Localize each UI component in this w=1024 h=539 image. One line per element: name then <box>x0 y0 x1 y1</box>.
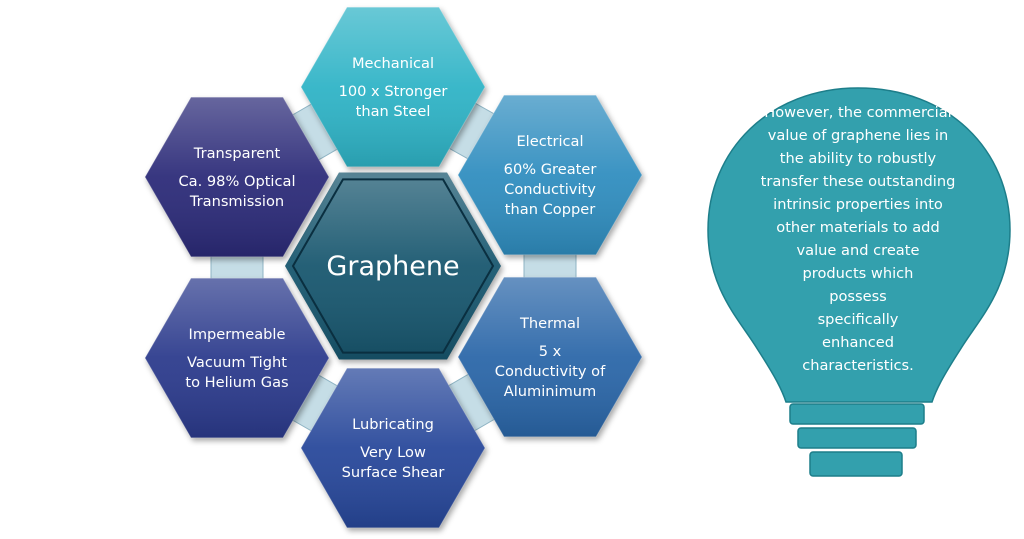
lubricating-hexagon-shine <box>301 368 485 528</box>
bulb-text-line-2: value of graphene lies in <box>768 127 948 144</box>
thermal-detail-line-2: Conductivity of <box>495 363 606 380</box>
lubricating-title: Lubricating <box>352 416 434 433</box>
lubricating-detail-line-1: Very Low <box>360 444 426 461</box>
impermeable-hexagon-shine <box>145 278 329 438</box>
thermal-title: Thermal <box>519 315 580 332</box>
bulb-text-line-12: characteristics. <box>802 357 914 374</box>
property-hexagon-thermal: Thermal 5 x Conductivity of Aluminimum <box>457 276 643 438</box>
transparent-detail-line-1: Ca. 98% Optical <box>178 173 295 190</box>
lightbulb-base-ring-1 <box>789 403 925 425</box>
lightbulb-base-ring-2 <box>797 427 917 449</box>
lubricating-detail-line-2: Surface Shear <box>342 464 445 481</box>
transparent-title: Transparent <box>193 145 281 162</box>
impermeable-detail-line-2: to Helium Gas <box>185 374 288 391</box>
center-hexagon: Graphene <box>285 172 501 360</box>
electrical-detail-line-2: Conductivity <box>504 181 596 198</box>
mechanical-detail-line-1: 100 x Stronger <box>339 83 448 100</box>
mechanical-detail-line-2: than Steel <box>356 103 431 120</box>
property-hexagon-mechanical: Mechanical 100 x Stronger than Steel <box>300 6 486 168</box>
mechanical-hexagon-shine <box>301 7 485 167</box>
bulb-text-line-11: enhanced <box>822 334 894 351</box>
property-hexagon-impermeable: Impermeable Vacuum Tight to Helium Gas <box>144 277 330 439</box>
thermal-hexagon-shine <box>458 277 642 437</box>
thermal-detail-line-1: 5 x <box>539 343 562 360</box>
lightbulb-callout: However, the commercial value of graphen… <box>707 87 1011 477</box>
bulb-text-line-4: transfer these outstanding <box>761 173 956 190</box>
mechanical-title: Mechanical <box>352 55 434 72</box>
bulb-text-line-3: the ability to robustly <box>780 150 937 167</box>
thermal-detail-line-3: Aluminimum <box>504 383 597 400</box>
lightbulb-base-ring-3 <box>809 451 903 477</box>
center-label: Graphene <box>326 251 459 282</box>
center-hexagon-shine <box>285 172 501 360</box>
bulb-text-line-10: specifically <box>818 311 899 328</box>
lightbulb-icon <box>707 87 1011 403</box>
property-hexagon-lubricating: Lubricating Very Low Surface Shear <box>300 367 486 529</box>
bulb-text-line-7: value and create <box>797 242 920 259</box>
bulb-text-line-5: intrinsic properties into <box>773 196 943 213</box>
electrical-detail-line-1: 60% Greater <box>504 161 597 178</box>
transparent-detail-line-2: Transmission <box>189 193 284 210</box>
impermeable-detail-line-1: Vacuum Tight <box>187 354 287 371</box>
center-hexagon-border <box>291 178 495 354</box>
electrical-detail-line-3: than Copper <box>505 201 595 218</box>
transparent-hexagon-shine <box>145 97 329 257</box>
bulb-text-line-6: other materials to add <box>776 219 939 236</box>
electrical-hexagon-shine <box>458 95 642 255</box>
bulb-text-line-9: possess <box>829 288 887 305</box>
bulb-text-line-1: However, the commercial <box>764 104 951 121</box>
impermeable-title: Impermeable <box>189 326 286 343</box>
property-hexagon-transparent: Transparent Ca. 98% Optical Transmission <box>144 96 330 258</box>
property-hexagon-electrical: Electrical 60% Greater Conductivity than… <box>457 94 643 256</box>
bulb-text-line-8: products which <box>803 265 914 282</box>
electrical-title: Electrical <box>516 133 583 150</box>
